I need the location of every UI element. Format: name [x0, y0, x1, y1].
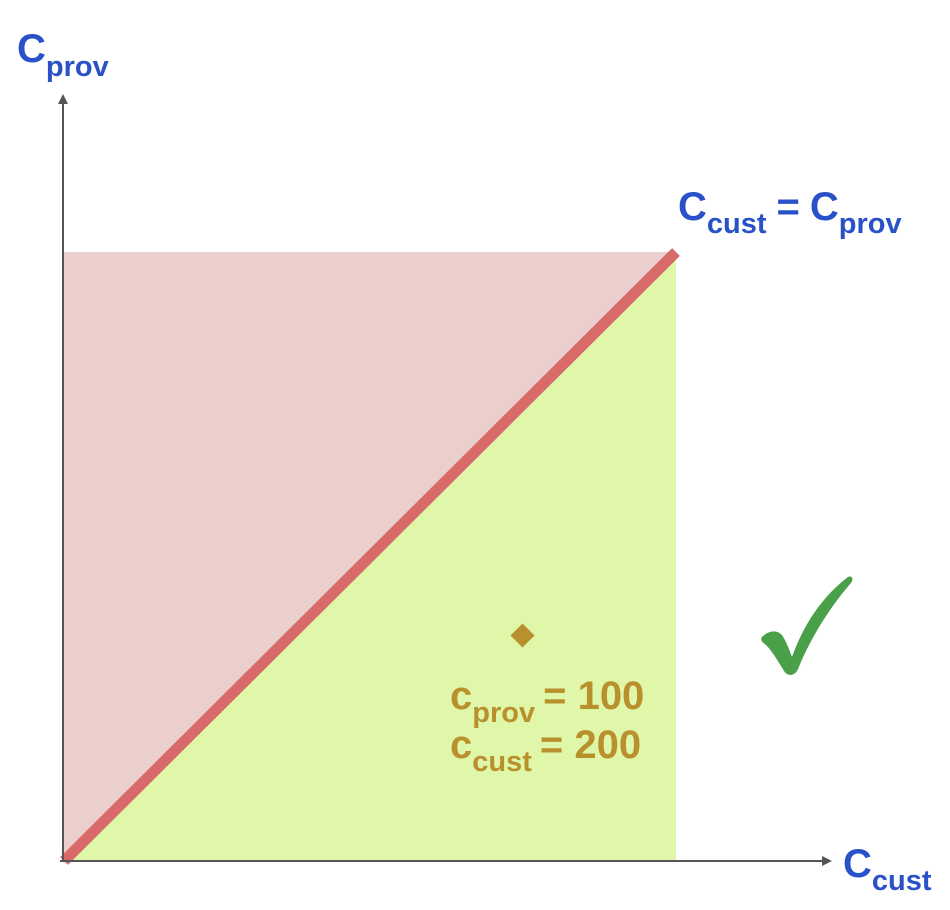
point-label-cust: ccust= 200 — [450, 723, 641, 778]
y-axis-label: Cprov — [17, 27, 109, 83]
diagonal-line — [60, 248, 680, 865]
x-axis-label: Ccust — [843, 842, 932, 897]
checkmark-icon — [761, 576, 853, 675]
point-label-prov: cprov= 100 — [450, 674, 644, 729]
diagonal-label: Ccust=Cprov — [678, 185, 902, 240]
